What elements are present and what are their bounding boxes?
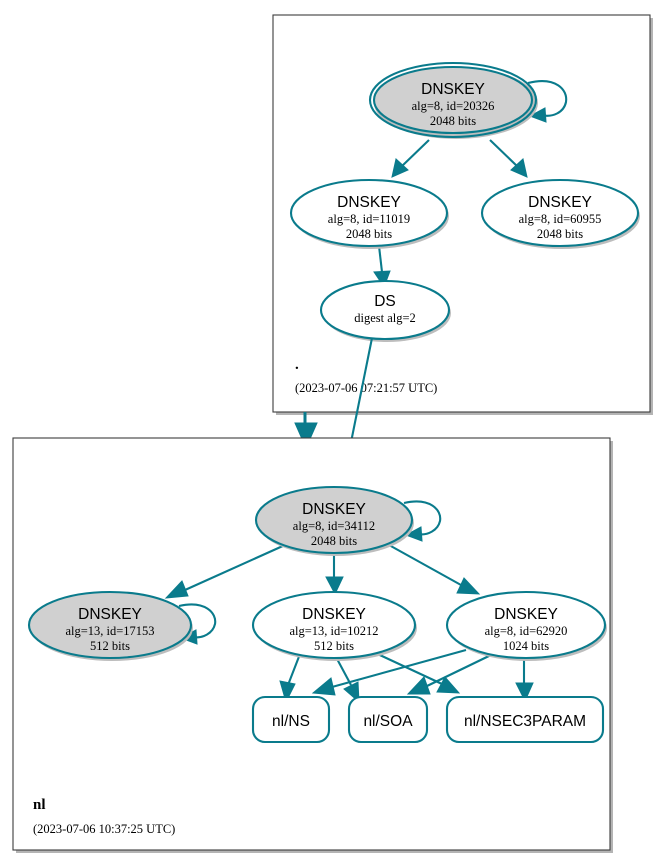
node-nl-key-17153[interactable]: DNSKEY alg=13, id=17153 512 bits [27, 590, 193, 661]
node-line1: digest alg=2 [354, 311, 416, 325]
node-line1: alg=13, id=10212 [289, 624, 378, 638]
rrset-nl-soa[interactable]: nl/SOA [347, 695, 429, 744]
node-title: DNSKEY [302, 501, 366, 518]
rrset-label: nl/SOA [363, 713, 413, 730]
node-line1: alg=13, id=17153 [65, 624, 154, 638]
node-title: DNSKEY [494, 606, 558, 623]
edge-62920-to-nsec3param [515, 657, 534, 703]
edge-nl-ksk-to-62920 [388, 544, 481, 595]
node-line1: alg=8, id=20326 [412, 99, 495, 113]
node-root-zsk-60955[interactable]: DNSKEY alg=8, id=60955 2048 bits [480, 178, 640, 249]
edge-root-zsk-to-ds [373, 245, 391, 289]
edge-root-ksk-to-zsk-11019 [391, 139, 430, 178]
node-root-zsk-11019[interactable]: DNSKEY alg=8, id=11019 2048 bits [289, 178, 449, 249]
edge-10212-to-ns [279, 653, 301, 704]
node-line2: 1024 bits [503, 639, 549, 653]
node-root-ds[interactable]: DS digest alg=2 [319, 279, 451, 342]
rrset-label: nl/NS [272, 713, 310, 730]
edge-62920-to-ns [311, 648, 467, 696]
node-line2: 512 bits [314, 639, 354, 653]
node-line2: 512 bits [90, 639, 130, 653]
edges-nl-zone [164, 500, 534, 704]
node-line2: 2048 bits [537, 227, 583, 241]
edge-nl-ksk-to-17153 [164, 544, 286, 599]
edge-10212-to-soa [335, 656, 360, 704]
node-title: DNSKEY [78, 606, 142, 623]
node-root-ksk-20326[interactable]: DNSKEY alg=8, id=20326 2048 bits [368, 61, 538, 139]
node-line2: 2048 bits [430, 114, 476, 128]
edge-zone-delegation [294, 412, 318, 450]
edge-root-ksk-self-sign [527, 80, 568, 123]
node-line1: alg=8, id=60955 [519, 212, 602, 226]
node-line2: 2048 bits [346, 227, 392, 241]
node-title: DNSKEY [421, 81, 485, 98]
node-line2: 2048 bits [311, 534, 357, 548]
zone-timestamp-nl: (2023-07-06 10:37:25 UTC) [33, 822, 175, 836]
node-nl-ksk-34112[interactable]: DNSKEY alg=8, id=34112 2048 bits [254, 485, 414, 556]
edge-root-ksk-to-zsk-60955 [489, 139, 528, 178]
node-line1: alg=8, id=34112 [293, 519, 375, 533]
rrset-label: nl/NSEC3PARAM [464, 713, 586, 730]
edges-root-zone [373, 80, 568, 289]
node-nl-key-62920[interactable]: DNSKEY alg=8, id=62920 1024 bits [445, 590, 607, 661]
edge-nl-ksk-self-sign [403, 500, 442, 542]
zone-timestamp-root: (2023-07-06 07:21:57 UTC) [295, 381, 437, 395]
node-title: DNSKEY [337, 194, 401, 211]
zone-label-root: . [295, 357, 299, 373]
node-title: DNSKEY [528, 194, 592, 211]
rrset-nl-ns[interactable]: nl/NS [251, 695, 331, 744]
edge-62920-to-soa [406, 654, 492, 695]
node-title: DNSKEY [302, 606, 366, 623]
zone-label-nl: nl [33, 797, 46, 813]
rrset-nl-nsec3param[interactable]: nl/NSEC3PARAM [445, 695, 605, 744]
node-line1: alg=8, id=11019 [328, 212, 410, 226]
node-nl-key-10212[interactable]: DNSKEY alg=13, id=10212 512 bits [251, 590, 417, 661]
node-title: DS [374, 293, 396, 310]
node-line1: alg=8, id=62920 [485, 624, 568, 638]
